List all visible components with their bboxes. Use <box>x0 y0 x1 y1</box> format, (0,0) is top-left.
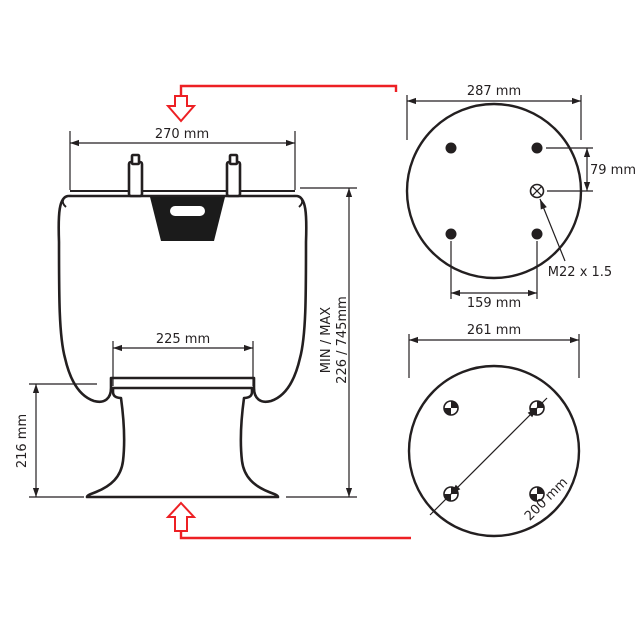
dim-minmax-value: 226 / 745mm <box>335 296 350 384</box>
center-bracket <box>150 197 225 241</box>
dim-261-label: 261 mm <box>467 323 521 338</box>
air-line-bottom <box>179 531 411 540</box>
bolt-hole-symbol <box>529 486 545 502</box>
bracket-slot <box>170 206 205 216</box>
bottom-view: 261 mm 200 mm <box>407 323 581 538</box>
dim-159-label: 159 mm <box>467 296 521 311</box>
thread-callout: M22 x 1.5 <box>539 198 612 280</box>
dimension-270: 270 mm <box>69 127 296 190</box>
plate-bead-left <box>61 194 73 208</box>
dimension-225: 225 mm <box>112 332 254 386</box>
dimension-min-max: MIN / MAX 226 / 745mm <box>286 187 357 498</box>
stud-left-tip <box>130 153 141 166</box>
plate-bead-right <box>292 194 304 208</box>
dim-minmax-label: MIN / MAX <box>319 307 334 374</box>
dimension-261: 261 mm <box>408 323 580 378</box>
side-view: 270 mm 225 mm 216 mm MIN / MA <box>15 84 411 540</box>
dimension-79: 79 mm <box>546 147 636 192</box>
stud-hole <box>531 228 543 240</box>
stud-hole <box>445 142 457 154</box>
dim-270-label: 270 mm <box>155 127 209 142</box>
dim-287-label: 287 mm <box>467 84 521 99</box>
top-view: 287 mm 79 mm M22 x 1.5 159 mm <box>405 84 636 311</box>
dim-216-label: 216 mm <box>15 414 30 468</box>
stud-hole <box>531 142 543 154</box>
dim-79-label: 79 mm <box>590 163 636 178</box>
up-arrow-icon <box>165 501 197 532</box>
down-arrow-icon <box>165 95 197 123</box>
bolt-hole-symbol <box>443 400 459 416</box>
dimension-159: 159 mm <box>450 241 538 311</box>
dimension-216: 216 mm <box>15 383 97 498</box>
dimension-287: 287 mm <box>406 84 582 140</box>
thread-label: M22 x 1.5 <box>548 265 612 280</box>
stud-hole <box>445 228 457 240</box>
air-line-top <box>179 84 398 96</box>
air-port-symbol <box>529 183 545 199</box>
dim-225-label: 225 mm <box>156 332 210 347</box>
stud-right-tip <box>228 153 239 166</box>
piston-outline <box>85 386 280 499</box>
stud-right <box>225 160 242 198</box>
stud-left <box>127 160 144 198</box>
